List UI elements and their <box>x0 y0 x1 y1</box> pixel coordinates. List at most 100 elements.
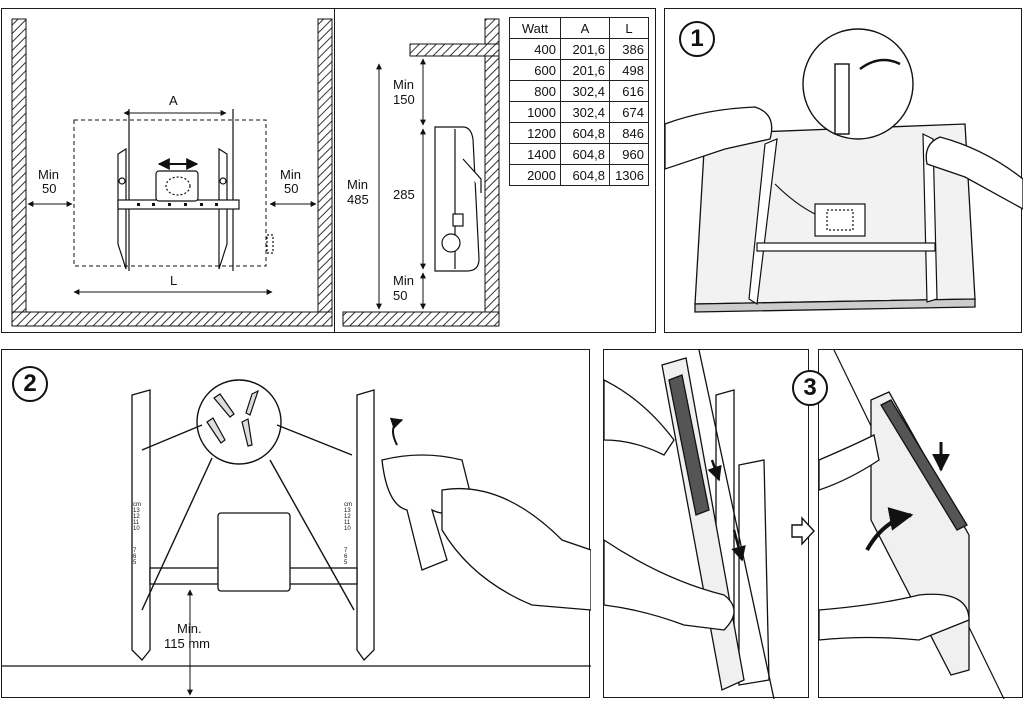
hands <box>604 379 735 631</box>
hands <box>819 434 970 641</box>
cell-watt: 800 <box>509 80 561 102</box>
scale-mark: 5 <box>344 560 348 566</box>
spec-table-header: Watt A L <box>509 17 649 39</box>
side-ceiling <box>409 43 500 57</box>
cell-watt: 2000 <box>509 164 561 186</box>
step-number-2: 2 <box>12 366 48 402</box>
wall-mounted-bracket <box>698 350 775 699</box>
next-step-arrow <box>791 516 815 546</box>
cell-watt: 1400 <box>509 143 561 165</box>
header-l: L <box>609 17 649 39</box>
side-view-drawing: Min 485 Min 150 285 Min 50 <box>342 18 500 327</box>
cell-l: 498 <box>609 59 649 81</box>
magnifier-circle <box>802 28 914 140</box>
min-bottom-value: 50 <box>393 288 407 303</box>
cell-watt: 1000 <box>509 101 561 123</box>
panel-front-view: A L Min 50 Min 50 <box>1 8 335 333</box>
scale-mark: 13 <box>133 508 140 514</box>
min-left-value: 50 <box>42 181 56 196</box>
step-3b-drawing <box>819 350 1005 699</box>
scale-right: cm 13 12 11 10 7 6 5 <box>344 502 352 566</box>
cell-l: 846 <box>609 122 649 144</box>
scale-mark: 5 <box>133 560 137 566</box>
scale-mark: 10 <box>344 526 351 532</box>
cell-l: 960 <box>609 143 649 165</box>
scale-mark: 12 <box>133 514 140 520</box>
hands <box>665 106 1023 210</box>
scale-left: cm 13 12 11 10 7 6 5 <box>133 502 141 566</box>
rotate-arrow <box>865 507 914 551</box>
cell-l: 386 <box>609 38 649 60</box>
min-left-label: Min <box>38 167 59 182</box>
min-right-value: 50 <box>284 181 298 196</box>
cell-a: 604,8 <box>560 164 610 186</box>
scale-unit: cm <box>344 502 352 508</box>
heater-outline <box>73 119 267 267</box>
cell-a: 201,6 <box>560 59 610 81</box>
scale-mark: 10 <box>133 526 140 532</box>
panel-step-3b: 3 <box>792 349 1023 699</box>
min-bottom-label: Min <box>393 273 414 288</box>
panel-step-1: 1 <box>664 8 1023 333</box>
min-right-label: Min <box>280 167 301 182</box>
cell-l: 616 <box>609 80 649 102</box>
cell-watt: 1200 <box>509 122 561 144</box>
min-height-value: 115 mm <box>164 636 210 651</box>
side-floor <box>342 311 500 327</box>
hook-arrow-upper <box>707 459 722 482</box>
scale-mark: 6 <box>133 554 137 560</box>
bracket-holes <box>137 203 218 206</box>
min-top-label: Min <box>393 77 414 92</box>
scale-mark: 11 <box>133 520 140 526</box>
side-wall <box>484 18 500 325</box>
dimension-a-label: A <box>169 93 178 108</box>
header-a: A <box>560 17 610 39</box>
panel-step-3a <box>603 349 809 699</box>
hook-arrow-lower <box>731 529 746 562</box>
dimension-l-label: L <box>170 273 177 288</box>
scale-mark: 7 <box>344 548 348 554</box>
header-watt: Watt <box>509 17 561 39</box>
scale-mark: 6 <box>344 554 348 560</box>
cell-l: 674 <box>609 101 649 123</box>
cell-a: 302,4 <box>560 101 610 123</box>
right-wall <box>317 18 333 325</box>
bracket-on-heater <box>748 133 938 306</box>
min-top-value: 150 <box>393 92 415 107</box>
step-1-drawing <box>665 28 1023 313</box>
heater-side-profile <box>434 126 482 272</box>
scale-unit: cm <box>133 502 141 508</box>
cell-l: 1306 <box>609 164 649 186</box>
wall-bracket <box>131 389 375 662</box>
min-total-value: 485 <box>347 192 369 207</box>
cell-a: 604,8 <box>560 143 610 165</box>
panel-step-2: Min. 115 mm cm 13 12 11 10 7 6 5 cm 13 1… <box>1 349 591 698</box>
scale-mark: 11 <box>344 520 351 526</box>
front-view-drawing: A L Min 50 Min 50 <box>11 18 333 327</box>
step-number-3: 3 <box>792 370 828 406</box>
scale-mark: 7 <box>133 548 137 554</box>
cell-a: 604,8 <box>560 122 610 144</box>
step-2-drawing: Min. 115 mm cm 13 12 11 10 7 6 5 cm 13 1… <box>2 379 591 696</box>
mounting-bracket <box>117 109 274 271</box>
min-total-label: Min <box>347 177 368 192</box>
drill-and-hand <box>381 454 591 611</box>
left-wall <box>11 18 27 325</box>
scale-mark: 12 <box>344 514 351 520</box>
cell-a: 302,4 <box>560 80 610 102</box>
floor <box>11 311 333 327</box>
step-number-1: 1 <box>679 21 715 57</box>
cell-a: 201,6 <box>560 38 610 60</box>
min-height-label: Min. <box>177 621 202 636</box>
cell-watt: 600 <box>509 59 561 81</box>
height-label: 285 <box>393 187 415 202</box>
cell-watt: 400 <box>509 38 561 60</box>
